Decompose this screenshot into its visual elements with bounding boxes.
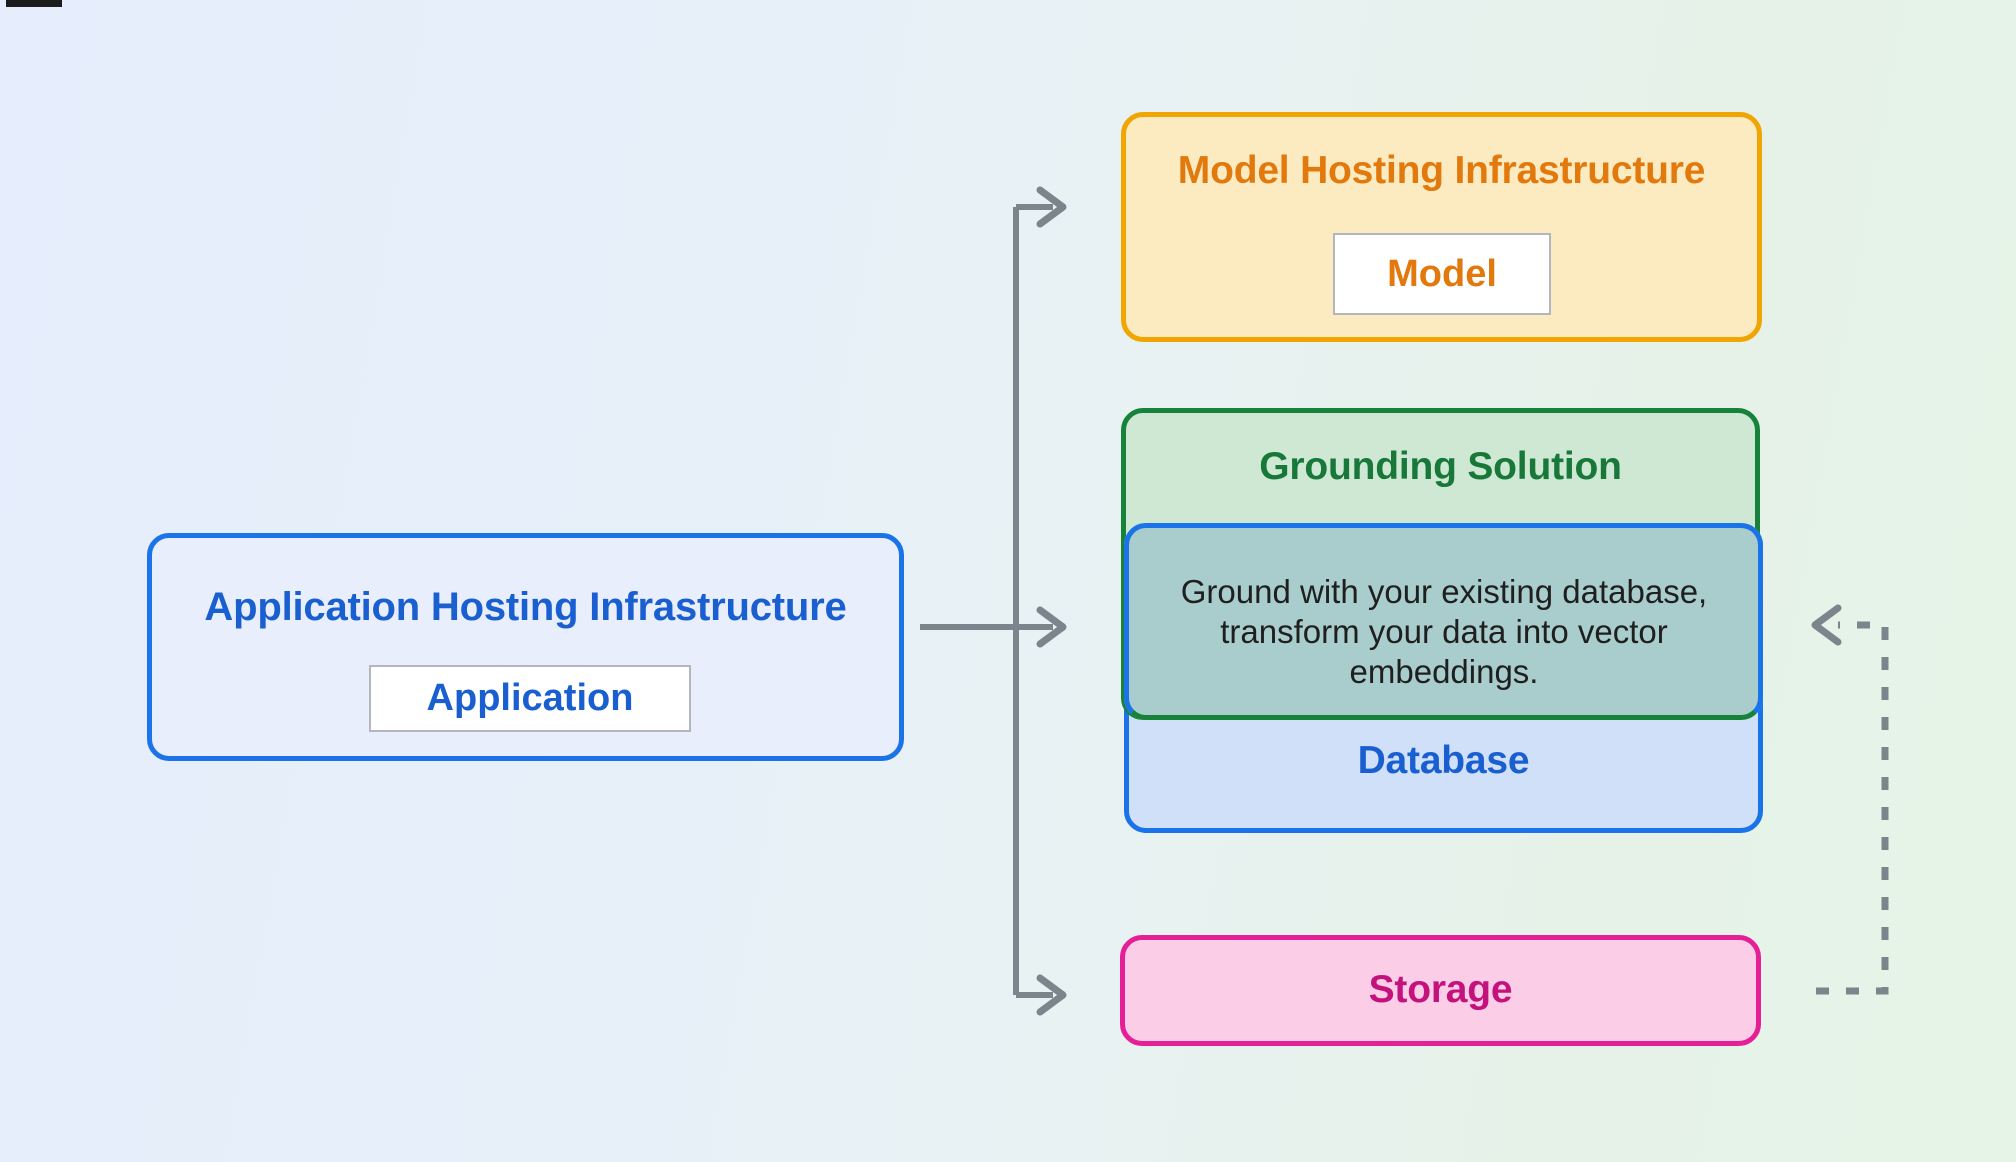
arrowhead-to-grounding-icon [1036,606,1067,648]
grounding-solution-title: Grounding Solution [1259,445,1622,488]
model-label: Model [1387,253,1497,295]
grounding-description: Ground with your existing database, tran… [1180,573,1708,690]
storage-title: Storage [1368,968,1513,1011]
model-hosting-title: Model Hosting Infrastructure [1177,149,1706,192]
arrowhead-to-model-icon [1036,186,1067,228]
node-model[interactable]: Model [1333,233,1551,315]
arrowhead-to-storage-icon [1036,974,1067,1016]
node-application[interactable]: Application [369,665,691,732]
node-storage[interactable]: Storage [1120,935,1761,1046]
node-application-hosting-infrastructure[interactable]: Application Hosting Infrastructure Appli… [147,533,904,761]
database-title: Database [1357,739,1530,782]
node-model-hosting-infrastructure[interactable]: Model Hosting Infrastructure Model [1121,112,1762,342]
corner-artifact [6,0,62,7]
arrowhead-to-database-icon [1811,604,1842,646]
application-hosting-title: Application Hosting Infrastructure [204,585,847,629]
application-label: Application [426,677,634,719]
edge-storage-to-database-dashed [1816,621,1889,995]
